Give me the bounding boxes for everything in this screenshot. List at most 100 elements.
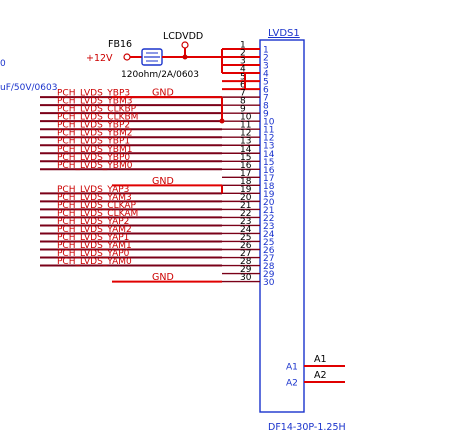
inner-pin-number: 3: [263, 62, 269, 72]
inner-pin-number: 16: [263, 166, 275, 176]
pin-number: 14: [240, 145, 252, 155]
pin-number: 30: [240, 273, 252, 283]
pin-stubs: [222, 48, 260, 283]
inner-pin-number: 30: [263, 278, 275, 288]
inner-pin-number: 7: [263, 94, 269, 104]
inner-pin-number: 8: [263, 102, 269, 112]
pin-number: 23: [240, 217, 251, 227]
net-label: PCH_LVDS_YAP3: [57, 185, 129, 195]
inner-pin-number: 11: [263, 126, 274, 136]
inner-pin-number: 25: [263, 238, 274, 248]
inner-pin-number: 27: [263, 254, 274, 264]
inner-pin-number: 2: [263, 54, 269, 64]
net-label: PCH_LVDS_YBM1: [57, 145, 132, 155]
inner-pin-number: 19: [263, 190, 275, 200]
inner-pin-number: 28: [263, 262, 275, 272]
gnd-label: GND: [152, 88, 174, 99]
pin-number: 16: [240, 161, 252, 171]
pin-number: 3: [240, 57, 246, 67]
pin-number: 28: [240, 257, 252, 267]
inner-pin-number: 24: [263, 230, 275, 240]
net-label: PCH_LVDS_YAM1: [57, 241, 132, 251]
supply-terminal: [123, 53, 131, 61]
connector-part: DF14-30P-1.25H: [268, 422, 346, 433]
net-label: PCH_LVDS_YAM2: [57, 225, 132, 235]
pin-number: 29: [240, 265, 252, 275]
pin-number: 1: [240, 41, 246, 51]
inner-pin-number: 5: [263, 78, 269, 88]
inner-pin-numbers: 1234567891011121314151617181920212223242…: [263, 46, 275, 289]
inner-pin-number: 20: [263, 198, 275, 208]
net-label: PCH_LVDS_YBM3: [57, 97, 132, 107]
gnd-label: GND: [152, 272, 174, 283]
pin-number: 24: [240, 225, 252, 235]
shield-net-label: A2: [314, 370, 327, 381]
connector-ref: LVDS1: [268, 28, 300, 39]
pin-number: 11: [240, 121, 251, 131]
pin-number: 2: [240, 49, 246, 59]
inner-pin-number: 13: [263, 142, 274, 152]
pin-number: 13: [240, 137, 251, 147]
pin-number: 21: [240, 201, 251, 211]
inner-pin-number: 14: [263, 150, 275, 160]
net-label: PCH_LVDS_YAP1: [57, 233, 129, 243]
ferrite-value: 120ohm/2A/0603: [121, 70, 199, 80]
inner-pin-number: 10: [263, 118, 275, 128]
inner-pin-number: 12: [263, 134, 274, 144]
net-label: PCH_LVDS_YBP3: [57, 89, 130, 99]
pin-number: 7: [240, 89, 246, 99]
inner-pin-number: 22: [263, 214, 274, 224]
pin-number: 12: [240, 129, 251, 139]
net-label: PCH_LVDS_CLKAP: [57, 201, 137, 211]
net-label: PCH_LVDS_YAM0: [57, 257, 132, 267]
pin-number: 9: [240, 105, 246, 115]
inner-pin-number: 29: [263, 270, 275, 280]
pin-number: 5: [240, 73, 246, 83]
net-label: PCH_LVDS_YAP2: [57, 217, 129, 227]
inner-pin-number: 23: [263, 222, 274, 232]
net-wires: [40, 96, 223, 283]
pin-number: 8: [240, 97, 246, 107]
net-label: PCH_LVDS_CLKBM: [57, 113, 138, 123]
rail-junction: [182, 54, 188, 60]
pin-number: 6: [240, 81, 246, 91]
pin-number: 22: [240, 209, 251, 219]
pin-number: 25: [240, 233, 251, 243]
rail-label: LCDVDD: [163, 31, 203, 42]
pin-number: 18: [240, 177, 252, 187]
power-section: 0 uF/50V/0603 FB16 +12V 120ohm/2A/0603 L…: [0, 31, 246, 124]
inner-pin-number: 26: [263, 246, 275, 256]
inner-pin-number: 4: [263, 70, 269, 80]
gnd-junction: [219, 118, 225, 124]
shield-net-label: A1: [314, 354, 327, 365]
left-partial-cap: uF/50V/0603: [0, 83, 57, 93]
pin-number: 17: [240, 169, 251, 179]
pin-numbers: 1234567891011121314151617181920212223242…: [240, 41, 252, 284]
pin-number: 20: [240, 193, 252, 203]
inner-pin-number: 1: [263, 46, 269, 56]
inner-pin-number: 18: [263, 182, 275, 192]
pin-number: 15: [240, 153, 251, 163]
rail-terminal: [181, 41, 189, 49]
inner-pin-number: 21: [263, 206, 274, 216]
net-label: PCH_LVDS_YBP1: [57, 137, 130, 147]
net-label: PCH_LVDS_YBM2: [57, 129, 132, 139]
net-label: PCH_LVDS_CLKAM: [57, 209, 138, 219]
pin-number: 27: [240, 249, 251, 259]
net-label: PCH_LVDS_YAM3: [57, 193, 132, 203]
pin-number: 10: [240, 113, 252, 123]
net-label: PCH_LVDS_YBP2: [57, 121, 130, 131]
net-label: PCH_LVDS_CLKBP: [57, 105, 137, 115]
inner-pin-number: 17: [263, 174, 274, 184]
net-label: PCH_LVDS_YBM0: [57, 161, 133, 171]
pin-number: 19: [240, 185, 252, 195]
pin-number: 4: [240, 65, 246, 75]
gnd-label: GND: [152, 176, 174, 187]
net-label: PCH_LVDS_YBP0: [57, 153, 130, 163]
inner-pin-number: 9: [263, 110, 269, 120]
inner-pin-number: 6: [263, 86, 269, 96]
supply-label: +12V: [86, 53, 113, 64]
